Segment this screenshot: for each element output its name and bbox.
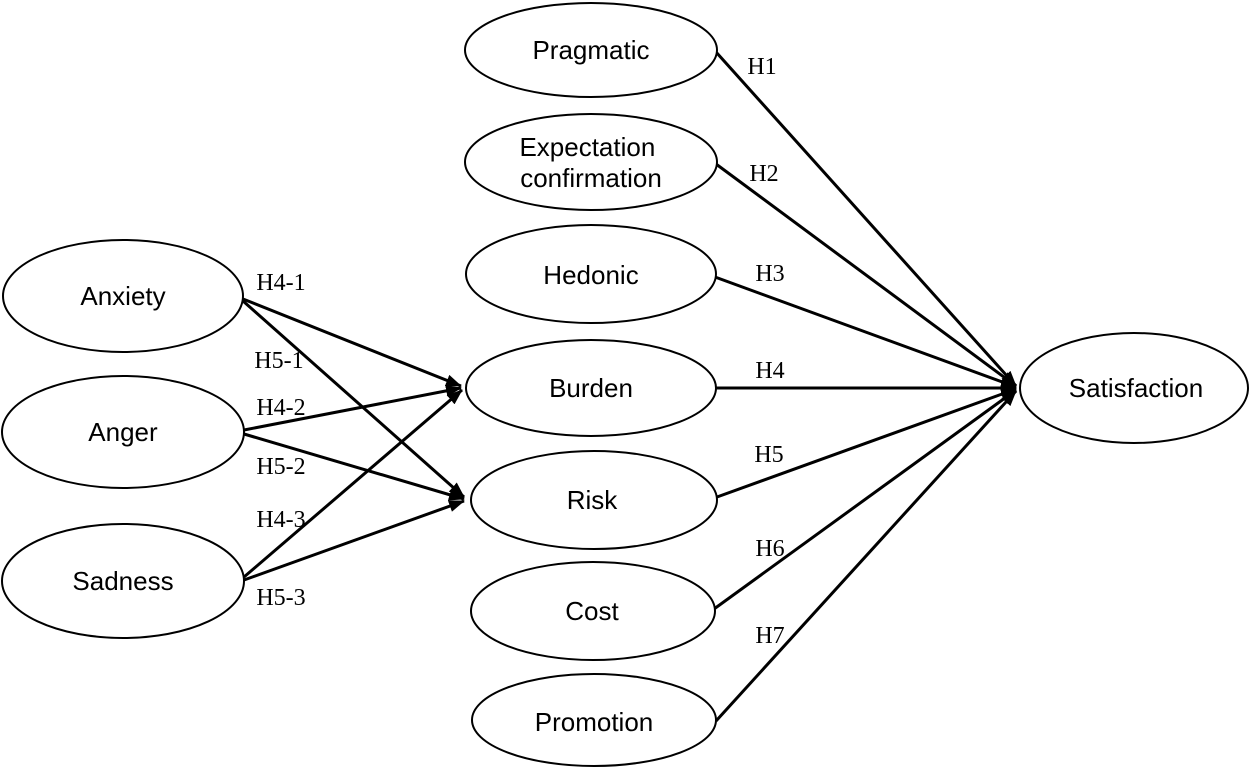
node-risk-ellipse: [470, 450, 718, 550]
node-expectation-confirmation-label-line1: Expectation: [519, 132, 655, 162]
node-burden-label: Burden: [549, 373, 633, 403]
edge-h5-2-label: H5-2: [256, 454, 305, 480]
edge-h7: [714, 389, 1018, 723]
node-pragmatic-ellipse: [464, 2, 718, 98]
edge-h4-3-label: H4-3: [256, 507, 305, 533]
node-burden-ellipse: [465, 339, 717, 437]
edge-h1: [714, 50, 1018, 388]
node-hedonic-label: Hedonic: [543, 260, 638, 290]
edges: [242, 50, 1018, 723]
edge-h5-3-label: H5-3: [256, 585, 305, 611]
edge-h4-1: [242, 297, 462, 388]
node-sadness-label: Sadness: [72, 566, 173, 596]
node-anxiety-label: Anxiety: [80, 281, 165, 311]
node-anger-ellipse: [1, 375, 245, 489]
node-promotion-ellipse: [471, 673, 717, 767]
edge-h6: [713, 388, 1017, 611]
node-anger-label: Anger: [88, 417, 158, 447]
edge-h3-label: H3: [755, 261, 784, 287]
node-satisfaction-ellipse: [1019, 332, 1249, 444]
node-risk-label: Risk: [567, 485, 619, 515]
edge-h5-2: [243, 432, 465, 501]
node-cost-label: Cost: [565, 596, 619, 626]
node-satisfaction-label: Satisfaction: [1069, 373, 1203, 403]
edge-h4-2: [243, 384, 462, 432]
edge-h1-label: H1: [747, 54, 776, 80]
edge-h6-label: H6: [755, 536, 784, 562]
edge-h4-label: H4: [755, 358, 784, 384]
node-anxiety-ellipse: [2, 239, 244, 353]
edge-h5-1: [242, 299, 465, 499]
edge-h5-1-label: H5-1: [254, 348, 303, 374]
edge-h2: [715, 162, 1017, 388]
node-expectation-confirmation-label-line2: confirmation: [520, 163, 662, 193]
node-expectation-confirmation-label: Expectation confirmation: [519, 132, 662, 193]
edge-labels: H1 H2 H3 H4 H5 H6 H7 H4-1 H5-1 H4-2 H5-2…: [254, 54, 784, 649]
node-sadness-ellipse: [1, 523, 245, 639]
edge-h2-label: H2: [749, 161, 778, 187]
edge-h3: [714, 275, 1017, 389]
edge-h5: [716, 387, 1017, 499]
edge-h4-3: [243, 388, 463, 579]
edge-h5-label: H5: [754, 442, 783, 468]
node-hedonic-ellipse: [465, 224, 717, 324]
node-cost-ellipse: [470, 561, 716, 661]
edge-h5-3: [243, 499, 465, 582]
node-expectation-confirmation-ellipse: [464, 113, 718, 211]
node-promotion-label: Promotion: [535, 707, 654, 737]
node-pragmatic-label: Pragmatic: [532, 35, 649, 65]
edge-h4-1-label: H4-1: [256, 270, 305, 296]
edge-h7-label: H7: [755, 623, 784, 649]
edge-h4-2-label: H4-2: [256, 395, 305, 421]
